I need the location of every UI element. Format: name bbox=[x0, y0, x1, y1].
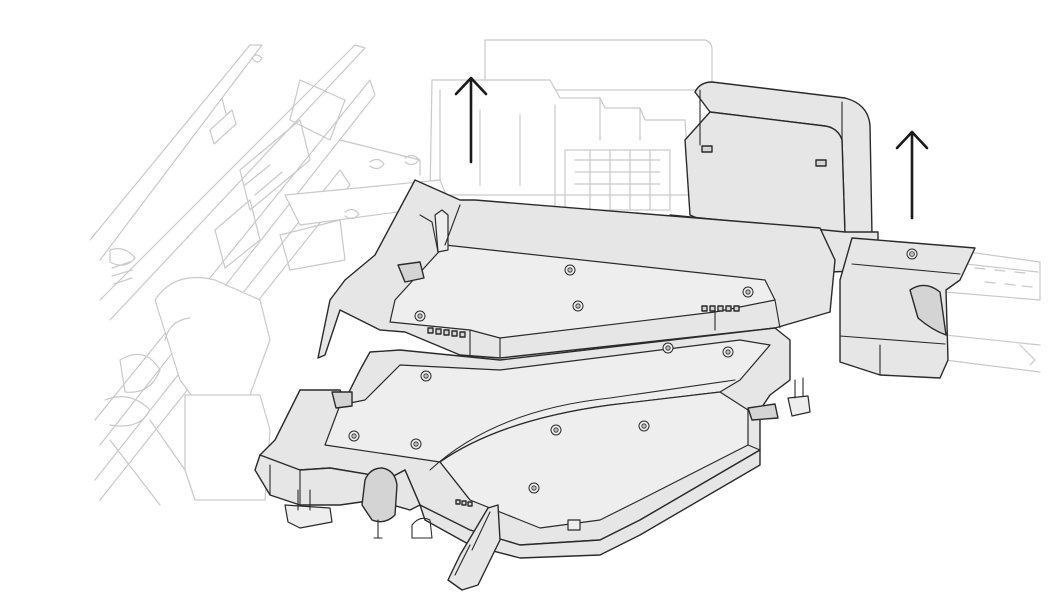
arrow-up-icon bbox=[454, 76, 488, 164]
main-lower-plate bbox=[254, 327, 791, 559]
main-upper-plate bbox=[317, 179, 836, 359]
lower-details bbox=[284, 377, 811, 591]
screws-upper bbox=[414, 264, 754, 322]
arrow-up-icon bbox=[895, 130, 929, 220]
background-printer-frame bbox=[89, 39, 1041, 506]
vent-slots-right bbox=[701, 305, 740, 312]
vent-slots-left bbox=[427, 327, 466, 338]
lift-up-arrow-right bbox=[895, 130, 929, 220]
right-arm-section bbox=[839, 237, 976, 379]
screws-lower bbox=[348, 342, 734, 494]
lift-up-arrow-left bbox=[454, 76, 488, 164]
